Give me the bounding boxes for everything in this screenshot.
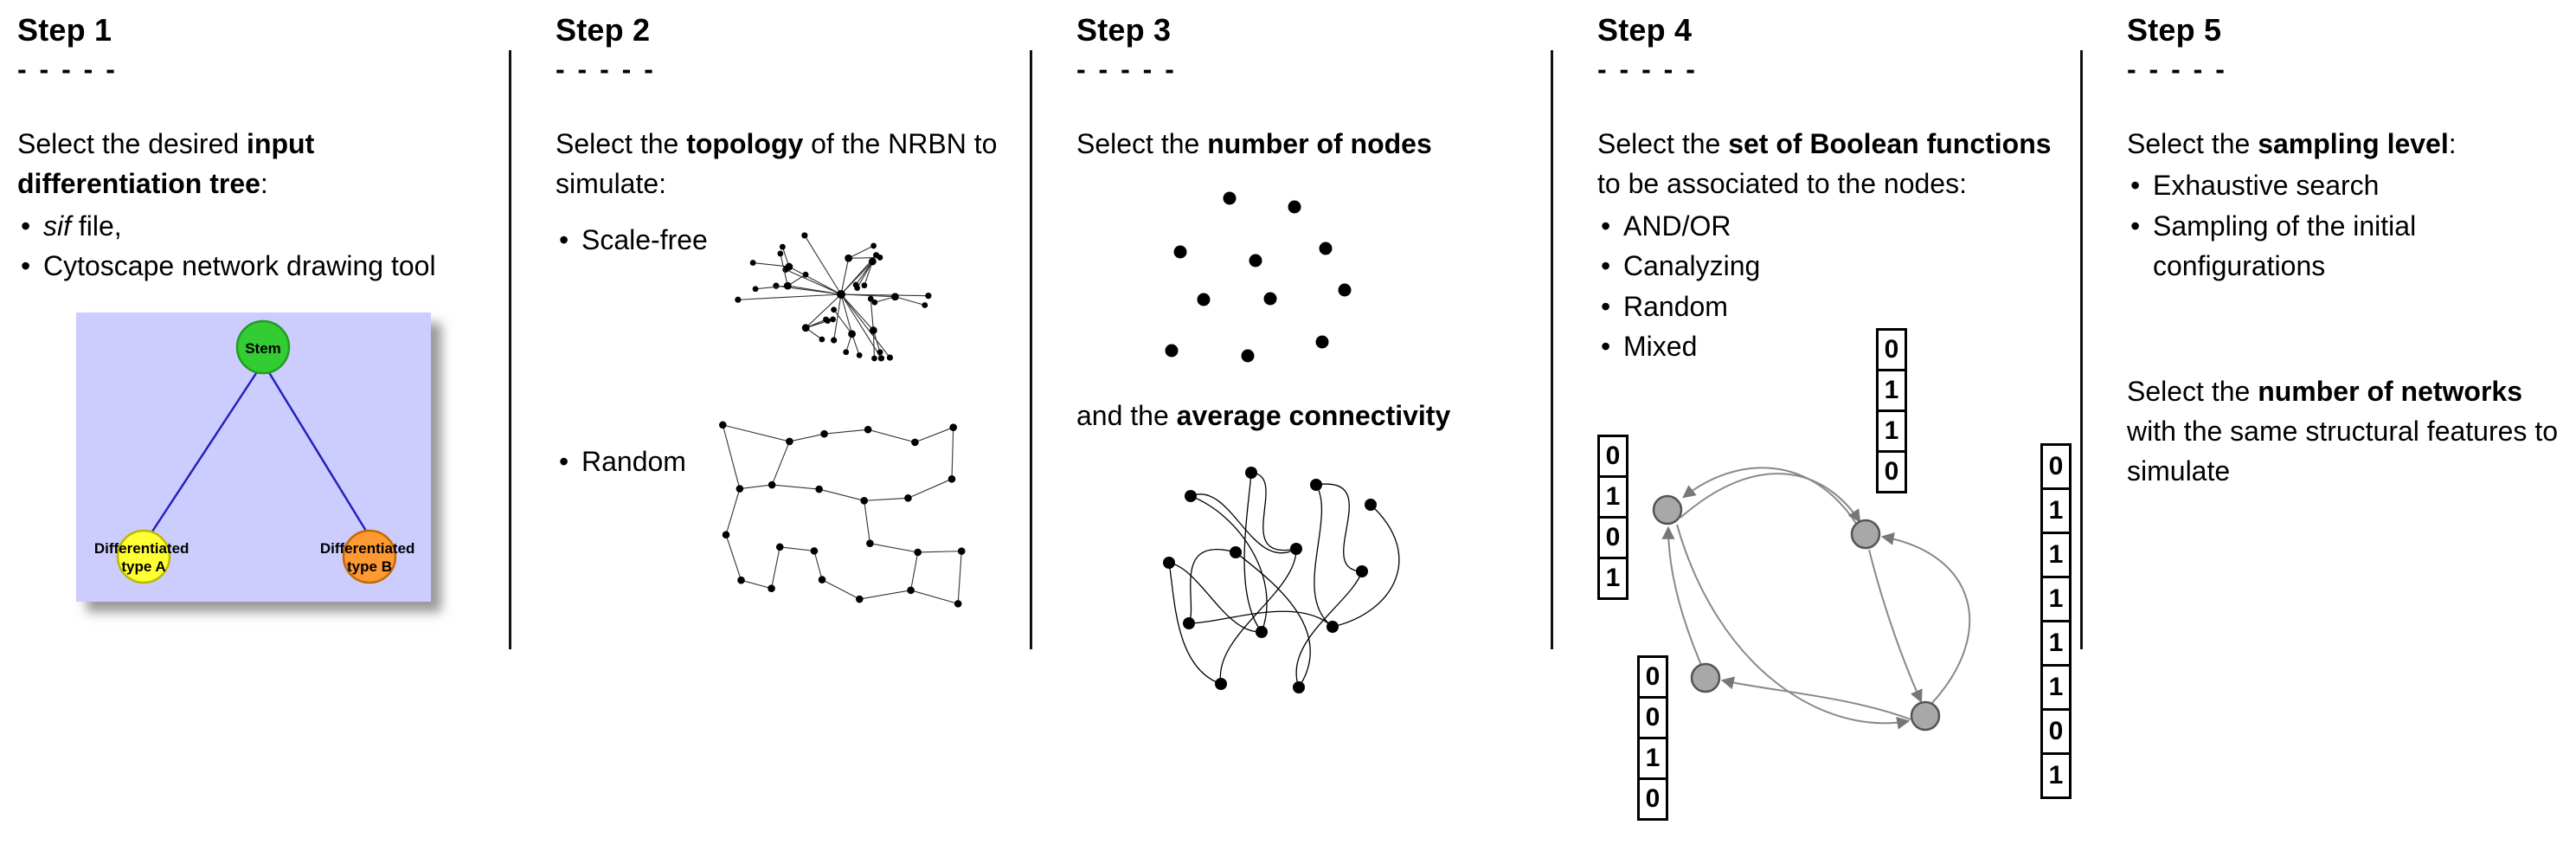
table-cell: 1 <box>2040 620 2072 667</box>
boolean-table-bottom: 0 0 1 0 <box>1637 655 1668 821</box>
table-cell: 0 <box>1637 696 1668 739</box>
table-cell: 1 <box>2040 532 2072 578</box>
step2-title: Step 2 <box>556 12 651 48</box>
step3-title: Step 3 <box>1076 12 1172 48</box>
differentiation-tree-image: Stem Differentiated type A Differentiate… <box>76 312 431 602</box>
table-cell: 1 <box>1597 557 1628 600</box>
table-cell: 1 <box>1637 737 1668 780</box>
boolean-node <box>1652 494 1683 525</box>
table-cell: 1 <box>1876 369 1907 412</box>
bullet-icon: • <box>559 223 569 255</box>
step4-title: Step 4 <box>1597 12 1693 48</box>
step2-column: Step 2 - - - - - Select the topology of … <box>556 0 1027 619</box>
table-cell: 0 <box>1637 655 1668 699</box>
table-cell: 1 <box>1876 409 1907 453</box>
table-cell: 0 <box>1876 450 1907 493</box>
bullet-item: •Random <box>1597 287 2082 326</box>
bullet-icon: • <box>21 250 31 282</box>
random-label: Random <box>581 445 686 477</box>
bullet-item: •Exhaustive search <box>2127 165 2566 205</box>
table-cell: 0 <box>1597 516 1628 559</box>
step2-dashes: - - - - - <box>556 54 656 85</box>
table-cell: 1 <box>2040 664 2072 711</box>
boolean-network-arrows <box>1652 467 1971 732</box>
step3-column: Step 3 - - - - - Select the number of no… <box>1076 0 1548 717</box>
step3-dashes: - - - - - <box>1076 54 1177 85</box>
type-b-node <box>342 529 397 583</box>
step3-line1: Select the number of nodes <box>1076 128 1432 159</box>
random-row: • Random <box>556 421 1027 619</box>
step1-column: Step 1 - - - - - Select the desired inpu… <box>17 0 495 602</box>
table-cell: 1 <box>2040 487 2072 534</box>
bullet-icon: • <box>1601 290 1611 322</box>
step5-dashes: - - - - - <box>2127 54 2227 85</box>
table-cell: 0 <box>1637 777 1668 821</box>
bullet-icon: • <box>21 210 31 242</box>
scattered-nodes-image <box>1165 191 1352 363</box>
table-cell: 1 <box>2040 752 2072 799</box>
bullet-item: • sif file, <box>17 206 495 246</box>
bullet-item: •Canalyzing <box>1597 246 2082 286</box>
bullet-icon: • <box>1601 330 1611 362</box>
stem-label: Stem <box>245 340 281 357</box>
step1-intro: Select the desired input differentiation… <box>17 128 315 200</box>
column-divider <box>2080 50 2083 649</box>
boolean-node <box>1690 662 1721 693</box>
table-cell: 0 <box>1597 435 1628 478</box>
step5-title: Step 5 <box>2127 12 2222 48</box>
step5-second-paragraph: Select the number of networks with the s… <box>2127 375 2558 487</box>
table-cell: 0 <box>1876 328 1907 371</box>
step3-line2: and the average connectivity <box>1076 400 1451 432</box>
bullet-icon: • <box>559 445 569 477</box>
step5-bullet-list: •Exhaustive search •Sampling of the init… <box>2127 165 2566 286</box>
step4-dashes: - - - - - <box>1597 54 1698 85</box>
column-divider <box>509 50 511 649</box>
step5-column: Step 5 - - - - - Select the sampling lev… <box>2127 0 2566 492</box>
bullet-item: •AND/OR <box>1597 206 2082 246</box>
table-cell: 0 <box>2040 708 2072 755</box>
bullet-item: •Mixed <box>1597 326 2082 366</box>
scale-free-network-image <box>735 232 932 362</box>
boolean-node <box>1910 700 1941 732</box>
step5-intro: Select the sampling level: <box>2127 128 2457 159</box>
column-divider <box>1551 50 1553 649</box>
scale-free-label: Scale-free <box>581 223 708 255</box>
type-b-label: Differentiated type B <box>320 540 419 575</box>
tangled-network-image <box>1163 466 1400 693</box>
step2-intro: Select the topology of the NRBN to simul… <box>556 128 998 200</box>
scale-free-row: • Scale-free <box>556 220 1027 407</box>
column-divider <box>1030 50 1032 649</box>
step4-bullet-list: •AND/OR •Canalyzing •Random •Mixed <box>1597 206 2082 367</box>
bullet-icon: • <box>1601 210 1611 242</box>
type-a-node <box>116 529 171 583</box>
boolean-network-image: 0 1 1 0 0 1 0 1 0 1 1 1 1 1 0 1 <box>1597 322 2104 851</box>
boolean-node <box>1850 519 1881 550</box>
table-cell: 1 <box>2040 576 2072 622</box>
table-cell: 0 <box>2040 443 2072 490</box>
step1-bullet-list: • sif file, • Cytoscape network drawing … <box>17 206 495 287</box>
boolean-table-top: 0 1 1 0 <box>1876 328 1907 493</box>
step1-title: Step 1 <box>17 12 112 48</box>
bullet-icon: • <box>2130 170 2141 202</box>
bullet-icon: • <box>1601 250 1611 282</box>
step4-intro: Select the set of Boolean functions to b… <box>1597 128 2052 200</box>
boolean-table-left: 0 1 0 1 <box>1597 435 1628 600</box>
bullet-item: •Sampling of the initial configurations <box>2127 206 2566 287</box>
step4-column: Step 4 - - - - - Select the set of Boole… <box>1597 0 2082 851</box>
step1-dashes: - - - - - <box>17 54 118 85</box>
type-a-label: Differentiated type A <box>94 540 193 575</box>
stem-node <box>235 319 291 374</box>
table-cell: 1 <box>1597 475 1628 519</box>
boolean-table-right: 0 1 1 1 1 1 0 1 <box>2040 443 2072 799</box>
random-network-image <box>719 421 966 608</box>
bullet-icon: • <box>2130 210 2141 242</box>
bullet-item: • Cytoscape network drawing tool <box>17 246 495 286</box>
